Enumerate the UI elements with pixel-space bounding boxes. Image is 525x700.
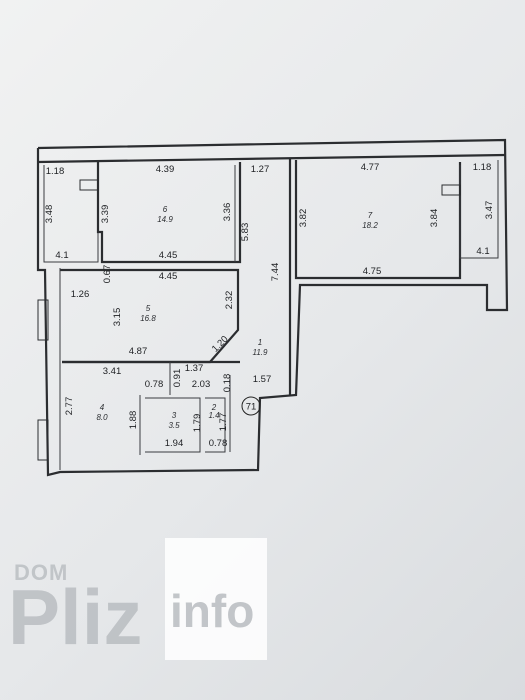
apartment-number: 71: [246, 402, 257, 413]
dim-label: 1.77: [218, 413, 229, 432]
dim-label: 5.83: [240, 223, 251, 242]
dim-label: 1.27: [251, 164, 270, 175]
room-number: 3: [172, 411, 177, 420]
dim-label: 4.1: [55, 250, 68, 261]
room-2-walls: [205, 397, 226, 453]
watermark-box: [165, 538, 267, 660]
dim-label: 4.39: [156, 164, 175, 175]
room-6-walls: [96, 162, 242, 264]
dim-label: 3.41: [103, 366, 122, 377]
room-area: 14.9: [157, 215, 173, 224]
watermark: DOM Pliz info: [0, 520, 300, 670]
top-wall-inner: [37, 153, 506, 164]
dim-label: 1.94: [165, 438, 184, 449]
dim-label: 3.84: [429, 209, 440, 228]
dim-label: 4.75: [363, 266, 382, 277]
dim-label: 4.45: [159, 271, 178, 282]
dim-label: 4.1: [476, 246, 489, 257]
dim-label: 0.78: [145, 379, 164, 390]
right-balcony: [459, 160, 499, 259]
dim-label: 4.87: [129, 346, 148, 357]
apartment-number-circle: [241, 396, 261, 416]
room-3-walls: [145, 397, 201, 453]
dim-label: 0.78: [209, 438, 228, 449]
dim-label: 1.18: [46, 166, 65, 177]
dim-label: 1.88: [128, 411, 139, 430]
room-number: 2: [211, 403, 217, 412]
room-area: 16.8: [140, 314, 156, 323]
watermark-dom: DOM: [14, 560, 69, 585]
dim-label: 3.48: [44, 205, 55, 224]
dim-label: 1.20: [210, 334, 231, 355]
room-area: 8.0: [96, 413, 108, 422]
room-area: 3.5: [168, 421, 180, 430]
watermark-info: info: [170, 585, 255, 637]
dim-label: 3.39: [100, 205, 111, 224]
dim-label: 3.82: [298, 209, 309, 228]
dim-label: 4.77: [361, 162, 380, 173]
window-marks: [37, 179, 461, 461]
dim-label: 2.77: [64, 397, 75, 416]
room-area: 1.4: [208, 411, 220, 420]
room-labels: 6 14.9 7 18.2 5 16.8 1 11.9 4 8.0 3 3.5 …: [96, 205, 378, 430]
room-area: 18.2: [362, 221, 378, 230]
dim-label: 0.18: [222, 374, 233, 393]
dim-label: 1.37: [185, 363, 204, 374]
room-number: 4: [100, 403, 105, 412]
dim-label: 2.32: [224, 291, 235, 310]
dim-label: 2.03: [192, 379, 211, 390]
dim-label: 3.15: [112, 308, 123, 327]
dim-label: 1.18: [473, 162, 492, 173]
dim-label: 0.67: [102, 265, 113, 284]
room-number: 5: [146, 304, 151, 313]
dim-label: 3.36: [222, 203, 233, 222]
dim-label: 1.79: [192, 414, 203, 433]
outer-wall: [36, 138, 509, 477]
room-number: 1: [258, 338, 262, 347]
dim-label: 4.45: [159, 250, 178, 261]
watermark-pliz: Pliz: [8, 573, 143, 661]
room-number: 6: [163, 205, 168, 214]
dim-label: 3.47: [484, 201, 495, 220]
dim-label: 7.44: [270, 263, 281, 282]
room-number: 7: [368, 211, 373, 220]
dimension-labels: 1.18 4.39 1.27 4.77 1.18 3.48 3.39 3.36 …: [44, 162, 495, 449]
dim-label: 1.57: [253, 374, 272, 385]
room-area: 11.9: [253, 348, 269, 357]
dim-label: 1.26: [71, 289, 90, 300]
dim-label: 0.91: [172, 369, 183, 388]
